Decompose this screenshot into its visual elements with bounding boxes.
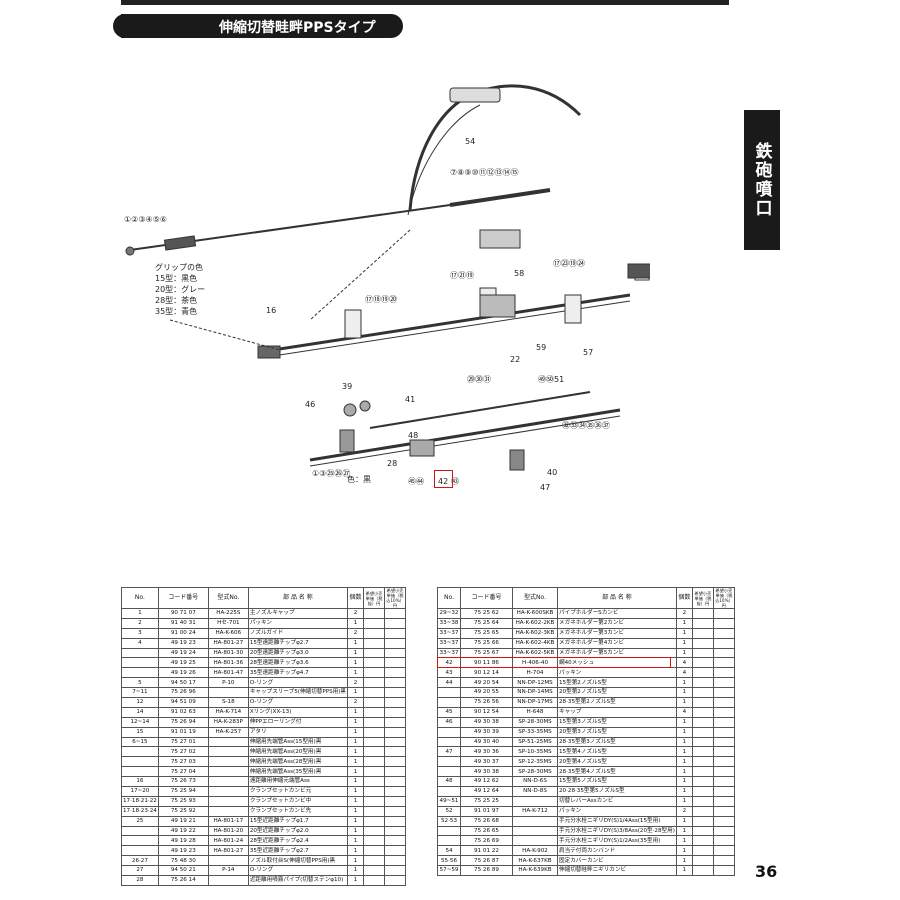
- svg-text:48: 48: [408, 431, 418, 440]
- svg-text:46: 46: [305, 400, 315, 409]
- table-header: No.コード番号型式No. 部 品 名 称個数 希望小売単価（税抜）円希望小売単…: [437, 587, 735, 609]
- svg-text:42: 42: [438, 477, 448, 486]
- table-header: No.コード番号型式No. 部 品 名 称個数 希望小売単価（税抜）円希望小売単…: [121, 587, 407, 609]
- svg-text:㊾㊿51: ㊾㊿51: [538, 375, 564, 384]
- grip-color-note: グリップの色 15型：黒色 20型：グレー 28型：茶色 35型：青色: [155, 262, 205, 316]
- svg-text:①②③④⑤⑥: ①②③④⑤⑥: [124, 215, 167, 224]
- page-number: 36: [755, 862, 778, 881]
- svg-text:㉜㉝㉞㉟㊱㊲: ㉜㉝㉞㉟㊱㊲: [562, 421, 610, 430]
- svg-text:㉙㉚㉛: ㉙㉚㉛: [467, 375, 491, 384]
- svg-text:41: 41: [405, 395, 415, 404]
- svg-text:⑰㉓⑲㉔: ⑰㉓⑲㉔: [553, 259, 585, 268]
- color-note: 色：黒: [347, 474, 371, 484]
- svg-text:16: 16: [266, 306, 276, 315]
- part-callouts: ①②③④⑤⑥ ⑦⑧⑨⑩⑪⑫⑬⑭⑮ 54 16 ⑰⑱⑲⑳ ⑰㉑⑲ ⑰㉓⑲㉔ 58 …: [124, 137, 610, 492]
- svg-text:グリップの色: グリップの色: [155, 262, 203, 272]
- svg-text:①③㉕㉖㉗: ①③㉕㉖㉗: [312, 469, 350, 478]
- svg-text:28型：茶色: 28型：茶色: [155, 295, 197, 305]
- svg-text:59: 59: [536, 343, 546, 352]
- svg-text:28: 28: [387, 459, 397, 468]
- svg-text:47: 47: [540, 483, 550, 492]
- highlight-part-42: [434, 470, 453, 488]
- exploded-parts-diagram: ①②③④⑤⑥ ⑦⑧⑨⑩⑪⑫⑬⑭⑮ 54 16 ⑰⑱⑲⑳ ⑰㉑⑲ ⑰㉓⑲㉔ 58 …: [124, 84, 650, 492]
- parts-table-right: No.コード番号型式No. 部 品 名 称個数 希望小売単価（税抜）円希望小売単…: [437, 587, 735, 877]
- parts-table-left: No.コード番号型式No. 部 品 名 称個数 希望小売単価（税抜）円希望小売単…: [121, 587, 407, 886]
- svg-text:㊺㊹: ㊺㊹: [408, 477, 424, 486]
- svg-text:35型：青色: 35型：青色: [155, 306, 197, 316]
- svg-text:㊸: ㊸: [451, 477, 459, 486]
- svg-text:22: 22: [510, 355, 520, 364]
- page-title: 伸縮切替畦畔PPSタイプ: [219, 20, 376, 36]
- top-rule: [121, 0, 729, 5]
- section-tab: 鉄砲噴口: [744, 110, 780, 250]
- svg-text:20型：グレー: 20型：グレー: [155, 284, 205, 294]
- svg-text:39: 39: [342, 382, 352, 391]
- svg-text:57: 57: [583, 348, 593, 357]
- highlight-row-42: [437, 657, 671, 668]
- svg-text:54: 54: [465, 137, 475, 146]
- svg-text:40: 40: [547, 468, 557, 477]
- svg-text:15型：黒色: 15型：黒色: [155, 273, 197, 283]
- svg-text:58: 58: [514, 269, 524, 278]
- svg-text:⑰⑱⑲⑳: ⑰⑱⑲⑳: [365, 295, 397, 304]
- svg-text:⑰㉑⑲: ⑰㉑⑲: [450, 271, 474, 280]
- svg-text:⑦⑧⑨⑩⑪⑫⑬⑭⑮: ⑦⑧⑨⑩⑪⑫⑬⑭⑮: [450, 168, 519, 177]
- title-banner: 伸縮切替畦畔PPSタイプ: [113, 14, 403, 38]
